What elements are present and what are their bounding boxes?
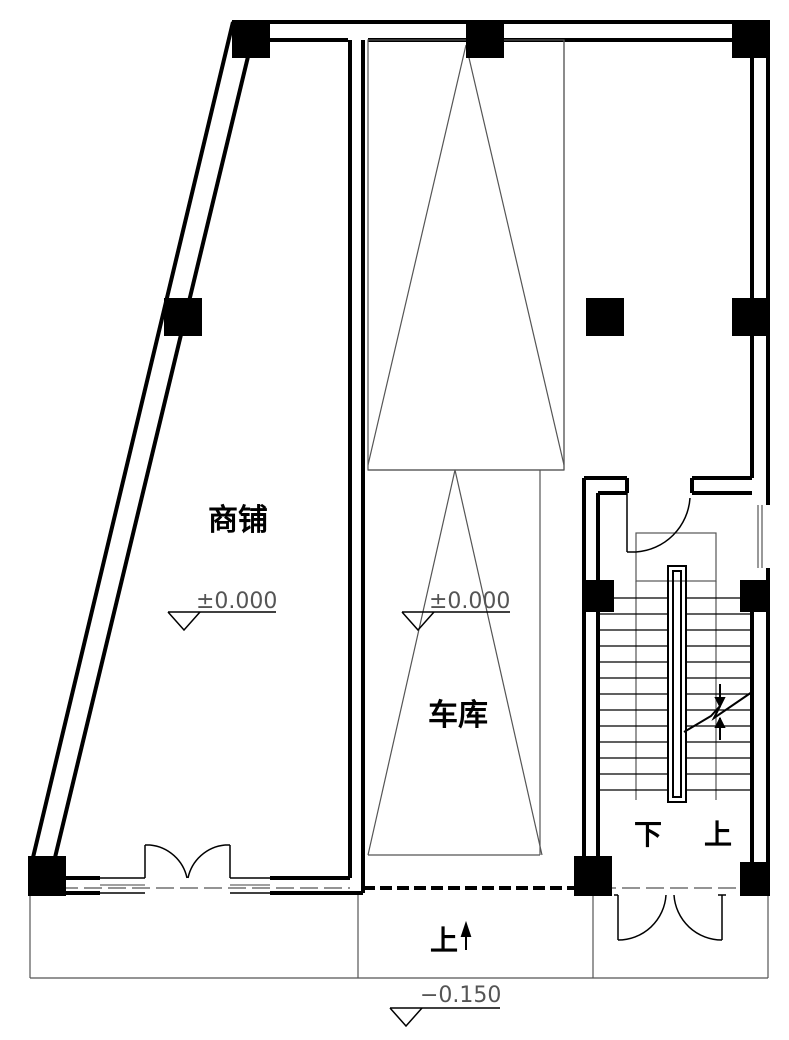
garage-elevation-mark	[401, 611, 510, 632]
column	[740, 580, 770, 612]
outdoor-elevation-text: −0.150	[420, 983, 501, 1008]
column	[232, 20, 270, 58]
thin-lines	[29, 39, 769, 979]
entrance-up-label: 上	[430, 924, 458, 957]
column	[740, 862, 770, 896]
garage-room-label: 车库	[428, 698, 488, 733]
garage-elevation-text: ±0.000	[429, 589, 510, 614]
stair-treads	[598, 597, 752, 791]
structural-columns	[28, 20, 770, 896]
stair-entry-door[interactable]	[626, 493, 691, 553]
column	[586, 298, 624, 336]
column	[732, 20, 770, 58]
column	[574, 856, 612, 896]
shop-double-door[interactable]	[100, 844, 270, 894]
stair-enclosure-walls	[582, 476, 752, 880]
entrance-up-arrow-icon	[460, 920, 472, 950]
outdoor-elevation-mark	[389, 1007, 500, 1028]
stair-handrail	[667, 565, 687, 803]
column	[28, 856, 66, 896]
street-double-door[interactable]	[614, 894, 726, 941]
stair-down-label: 下	[634, 818, 662, 851]
stair-up-label: 上	[704, 818, 732, 851]
shop-garage-wall	[348, 40, 365, 893]
column	[466, 20, 504, 58]
shop-elevation-mark	[167, 611, 276, 632]
column	[732, 298, 770, 336]
column	[584, 580, 614, 612]
exterior-walls	[28, 20, 770, 895]
column	[164, 298, 202, 336]
stair-break-line	[683, 684, 753, 740]
shop-room-label: 商铺	[208, 503, 268, 538]
shop-elevation-text: ±0.000	[196, 589, 277, 614]
